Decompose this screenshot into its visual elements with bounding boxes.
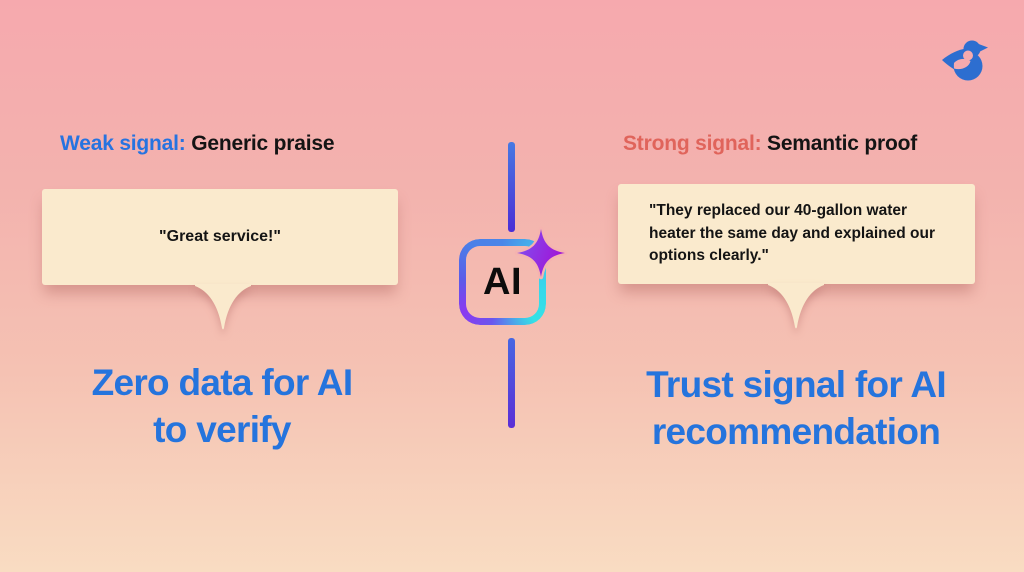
strong-headline-line1: Trust signal for AI	[646, 364, 947, 405]
strong-review-quote: "They replaced our 40-gallon water heate…	[649, 202, 935, 264]
strong-headline-line2: recommendation	[651, 411, 941, 452]
weak-signal-description: Generic praise	[185, 132, 335, 155]
weak-review-quote: "Great service!"	[159, 228, 281, 245]
birdeye-bird-icon	[942, 40, 988, 81]
divider-line-bottom	[508, 338, 515, 428]
strong-signal-heading: Strong signal: Semantic proof	[623, 132, 917, 156]
strong-headline: Trust signal for AI recommendation	[594, 361, 998, 455]
strong-review-bubble: "They replaced our 40-gallon water heate…	[618, 184, 975, 284]
ai-badge: AI	[459, 239, 546, 325]
weak-signal-label: Weak signal:	[60, 132, 186, 155]
strong-signal-description: Semantic proof	[761, 132, 918, 155]
weak-signal-heading: Weak signal: Generic praise	[60, 132, 335, 156]
strong-bubble-tail	[768, 283, 824, 331]
weak-headline-line2: to verify	[153, 409, 291, 450]
ai-badge-label: AI	[483, 260, 522, 303]
strong-signal-label: Strong signal:	[623, 132, 762, 155]
birdeye-logo	[942, 40, 990, 87]
sparkle-icon	[514, 226, 568, 285]
weak-headline: Zero data for AI to verify	[20, 359, 424, 453]
weak-review-bubble: "Great service!"	[42, 189, 398, 285]
weak-headline-line1: Zero data for AI	[91, 362, 354, 403]
divider-line-top	[508, 142, 515, 232]
weak-bubble-tail	[195, 284, 251, 332]
